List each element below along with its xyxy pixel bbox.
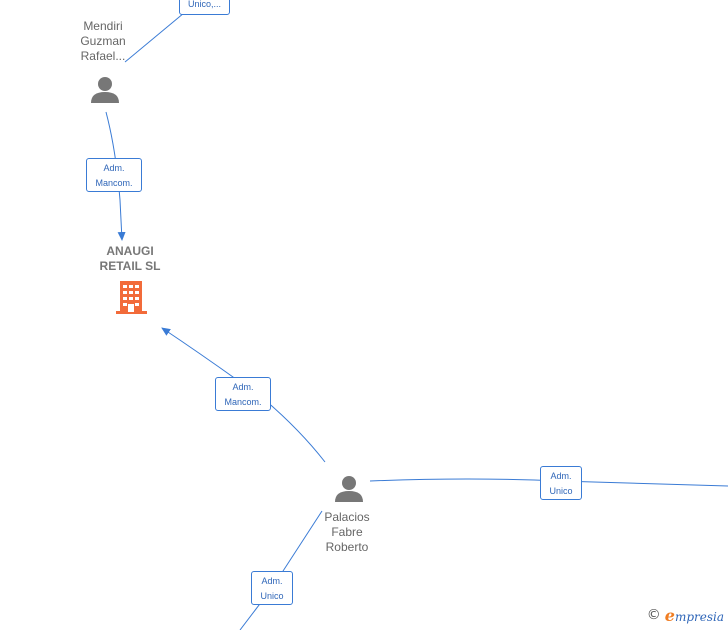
- edge-mendiri-top: [124, 7, 191, 63]
- node-label-company[interactable]: ANAUGI RETAIL SL: [99, 244, 161, 273]
- copyright-icon: ©: [646, 607, 661, 623]
- person-icon[interactable]: [335, 476, 363, 502]
- person-icon[interactable]: [91, 77, 119, 103]
- edge-mendiri-company: [105, 111, 126, 241]
- edge-label-palacios-bottom: Adm. Unico: [251, 571, 293, 605]
- node-label-mendiri[interactable]: Mendiri Guzman Rafael...: [80, 19, 126, 63]
- watermark: © empresia: [646, 605, 724, 625]
- edge-label-palacios-company: Adm. Mancom.: [215, 377, 271, 411]
- edge-label-palacios-right: Adm. Unico: [540, 466, 582, 500]
- node-label-palacios[interactable]: Palacios Fabre Roberto: [324, 510, 370, 554]
- building-icon[interactable]: [116, 281, 147, 314]
- edge-label-mendiri-company: Adm. Mancom.: [86, 158, 142, 192]
- brand-initial: e: [664, 605, 675, 625]
- brand-name: mpresia: [674, 609, 724, 624]
- edge-label-top: Unico,...: [179, 0, 230, 15]
